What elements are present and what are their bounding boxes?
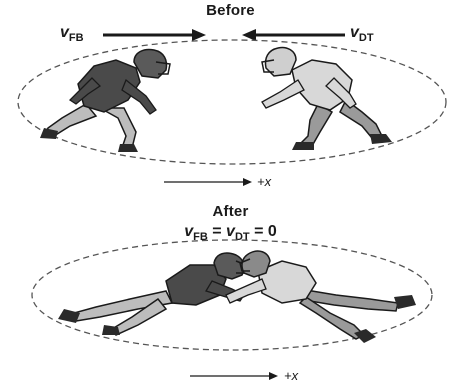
tackle-player-after bbox=[226, 251, 416, 343]
fullback-velocity-arrow bbox=[103, 29, 206, 41]
after-axis-arrow bbox=[190, 372, 278, 380]
tackle-player bbox=[262, 48, 392, 151]
before-panel: Before vFB vDT bbox=[0, 0, 461, 195]
after-panel: After vFB = vDT = 0 bbox=[0, 195, 461, 387]
before-axis-label: +x bbox=[257, 174, 271, 189]
before-axis-arrow bbox=[164, 178, 252, 186]
tackle-velocity-arrow bbox=[242, 29, 345, 41]
before-diagram bbox=[0, 0, 461, 195]
after-axis-label: +x bbox=[284, 368, 298, 383]
after-diagram bbox=[0, 195, 461, 387]
fullback-player-after bbox=[58, 253, 246, 335]
